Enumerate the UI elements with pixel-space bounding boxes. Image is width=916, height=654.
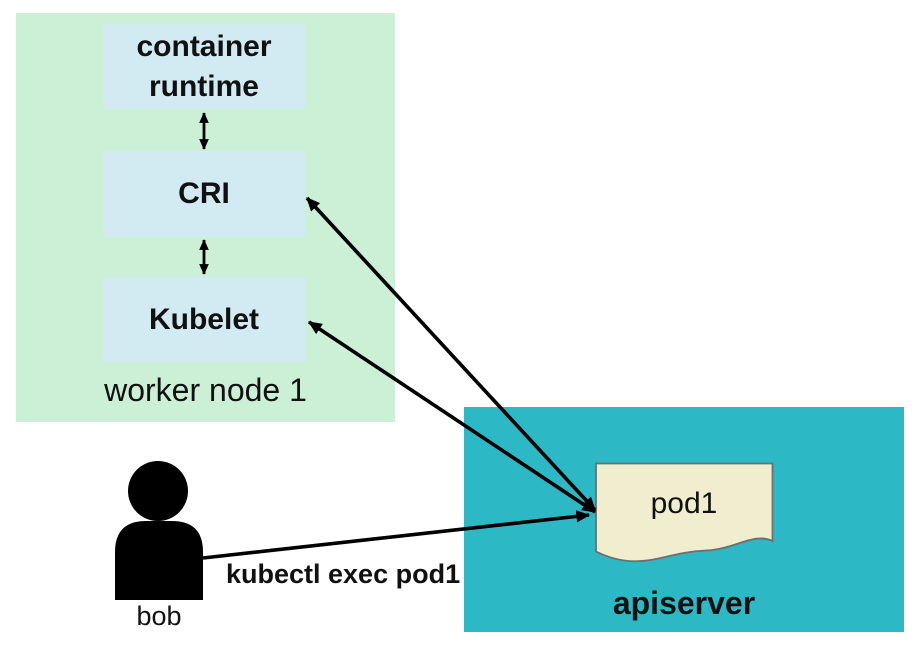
container-runtime-label: container runtime: [136, 29, 272, 103]
kubectl-command-label: kubectl exec pod1: [226, 559, 461, 589]
kubelet-box: Kubelet: [103, 277, 305, 362]
person-icon: [115, 461, 203, 600]
cri-box: CRI: [103, 151, 305, 237]
cri-label: CRI: [178, 177, 230, 211]
worker-node-group: container runtime CRI Kubelet worker nod…: [16, 13, 395, 422]
kubelet-label: Kubelet: [148, 302, 259, 336]
bob-label: bob: [136, 601, 182, 631]
apiserver-label: apiserver: [612, 585, 756, 621]
worker-node-label: worker node 1: [104, 372, 307, 408]
pod-label: pod1: [650, 487, 718, 520]
container-runtime-box: container runtime: [103, 24, 305, 109]
